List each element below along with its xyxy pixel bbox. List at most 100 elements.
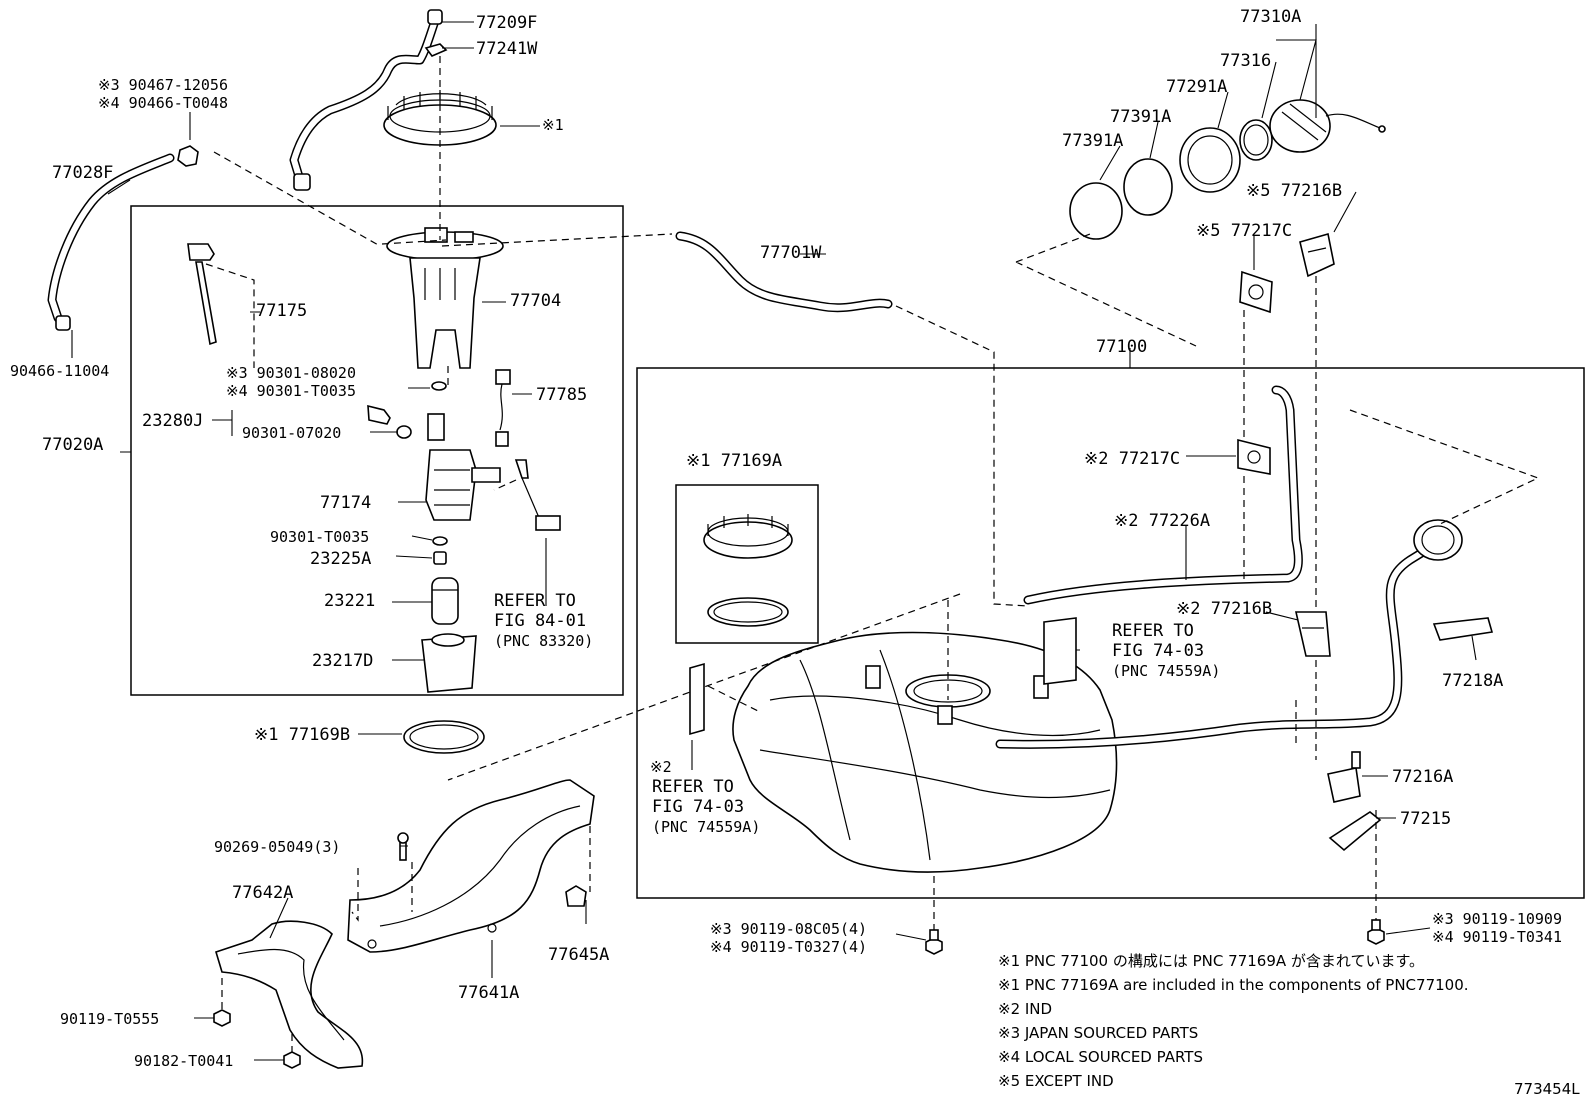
guide-lines bbox=[205, 56, 1540, 1054]
gasket-77316[interactable] bbox=[1239, 119, 1273, 161]
refer-fig84-line3: (PNC 83320) bbox=[494, 632, 593, 650]
label-77216B-2: ※2 77216B bbox=[1176, 599, 1272, 619]
label-90467-12056: ※3 90467-12056 bbox=[98, 76, 228, 94]
gasket-90301-08020[interactable] bbox=[431, 381, 447, 391]
label-23217D: 23217D bbox=[312, 651, 373, 671]
label-90466-11004: 90466-11004 bbox=[10, 362, 109, 380]
band-77215[interactable] bbox=[1328, 811, 1382, 852]
label-77174: 77174 bbox=[320, 493, 371, 513]
leader-lines bbox=[71, 21, 1477, 1061]
refer-tag-1 bbox=[1043, 617, 1077, 685]
label-77215: 77215 bbox=[1400, 809, 1451, 829]
label-90119-08C05: ※3 90119-08C05(4) bbox=[710, 920, 867, 938]
refer-fig74b-line2: FIG 74-03 bbox=[652, 797, 744, 817]
label-77310A: 77310A bbox=[1240, 7, 1301, 27]
label-77641A: 77641A bbox=[458, 983, 519, 1003]
protector-77217C-2[interactable] bbox=[1237, 438, 1271, 475]
heat-shield-77641A[interactable] bbox=[347, 779, 595, 953]
float-arm[interactable] bbox=[514, 459, 561, 531]
label-77391A-2: 77391A bbox=[1110, 107, 1171, 127]
label-90301-T0035-b: 90301-T0035 bbox=[270, 528, 369, 546]
ring-kit-box bbox=[675, 484, 819, 644]
label-77175: 77175 bbox=[256, 301, 307, 321]
filter-23280J[interactable] bbox=[367, 404, 391, 425]
lock-ring-top[interactable] bbox=[383, 90, 497, 146]
label-77169B: ※1 77169B bbox=[254, 725, 350, 745]
gasket-77391A-1[interactable] bbox=[1069, 182, 1123, 240]
label-77216A: 77216A bbox=[1392, 767, 1453, 787]
label-77217C-5: ※5 77217C bbox=[1196, 221, 1292, 241]
note-5: ※5 EXCEPT IND bbox=[998, 1072, 1114, 1090]
vent-tube-77701W[interactable] bbox=[675, 231, 893, 313]
refer-fig84-line2: FIG 84-01 bbox=[494, 611, 586, 631]
label-77217C-2: ※2 77217C bbox=[1084, 449, 1180, 469]
breather-hose-77028F[interactable] bbox=[47, 153, 175, 331]
label-77704: 77704 bbox=[510, 291, 561, 311]
label-90301-08020: ※3 90301-08020 bbox=[226, 364, 356, 382]
label-77291A: 77291A bbox=[1166, 77, 1227, 97]
note-1-jp: ※1 PNC 77100 の構成には PNC 77169A が含まれています。 bbox=[998, 952, 1424, 970]
figure-id: 773454L bbox=[1514, 1080, 1580, 1098]
gasket-77391A-2[interactable] bbox=[1123, 158, 1173, 216]
label-23221: 23221 bbox=[324, 591, 375, 611]
clamp-77241W[interactable] bbox=[424, 43, 448, 57]
fuel-cap-77310A[interactable] bbox=[1269, 99, 1386, 153]
label-90119-T0341: ※4 90119-T0341 bbox=[1432, 928, 1562, 946]
vent-tube-77209F[interactable] bbox=[289, 9, 443, 191]
label-90119-T0327: ※4 90119-T0327(4) bbox=[710, 938, 867, 956]
label-90466-T0048: ※4 90466-T0048 bbox=[98, 94, 228, 112]
label-77316: 77316 bbox=[1220, 51, 1271, 71]
label-77169A: ※1 77169A bbox=[686, 451, 782, 471]
clip-90467[interactable] bbox=[177, 145, 199, 167]
gasket-77169B[interactable] bbox=[403, 720, 485, 754]
refer-fig74a-line1: REFER TO bbox=[1112, 621, 1194, 641]
note-4: ※4 LOCAL SOURCED PARTS bbox=[998, 1048, 1203, 1066]
pump-assembly-box bbox=[130, 205, 624, 696]
label-77645A: 77645A bbox=[548, 945, 609, 965]
label-90301-T0035-a: ※4 90301-T0035 bbox=[226, 382, 356, 400]
cushion-23225A[interactable] bbox=[433, 551, 447, 565]
label-90182-T0041: 90182-T0041 bbox=[134, 1052, 233, 1070]
bolt-90269-05049[interactable] bbox=[397, 832, 409, 861]
note-2: ※2 IND bbox=[998, 1000, 1052, 1018]
label-77241W: 77241W bbox=[476, 39, 538, 59]
bolt-90119-T0555[interactable] bbox=[213, 1009, 231, 1027]
cap-77218A[interactable] bbox=[1432, 617, 1494, 641]
label-note1-ring: ※1 bbox=[542, 116, 564, 134]
label-77226A-2: ※2 77226A bbox=[1114, 511, 1210, 531]
label-23225A: 23225A bbox=[310, 549, 371, 569]
heat-shield-77642A[interactable] bbox=[215, 920, 364, 1069]
filler-neck-77291A[interactable] bbox=[1179, 127, 1241, 193]
refer-fig74a-line3: (PNC 74559A) bbox=[1112, 662, 1220, 680]
refer-fig74b-line1: REFER TO bbox=[652, 777, 734, 797]
clip-77645A[interactable] bbox=[565, 885, 587, 907]
fuel-pump-module-77704[interactable] bbox=[386, 227, 504, 369]
refer-tag-2 bbox=[689, 662, 705, 736]
pump-bracket-77174[interactable] bbox=[425, 413, 501, 521]
sender-gauge-77175[interactable] bbox=[187, 243, 217, 346]
filler-pipe[interactable] bbox=[995, 519, 1463, 749]
ring-90301-07020[interactable] bbox=[396, 425, 412, 439]
wire-harness-77785[interactable] bbox=[495, 369, 511, 447]
label-77020A: 77020A bbox=[42, 435, 103, 455]
protector-77217C-5[interactable] bbox=[1239, 270, 1273, 314]
label-77701W: 77701W bbox=[760, 243, 822, 263]
nut-90182-T0041[interactable] bbox=[283, 1051, 301, 1069]
fuel-tank-77100[interactable] bbox=[732, 631, 1118, 873]
clamp-77216B-5[interactable] bbox=[1299, 232, 1335, 278]
bolt-90119-08C05[interactable] bbox=[925, 929, 943, 955]
bolt-90119-10909[interactable] bbox=[1367, 919, 1385, 945]
refer-fig74b-line3: (PNC 74559A) bbox=[652, 818, 760, 836]
bracket-77216A[interactable] bbox=[1327, 751, 1361, 803]
breather-tube-77226A[interactable] bbox=[1023, 385, 1303, 605]
refer-fig84-line1: REFER TO bbox=[494, 591, 576, 611]
strainer-23217D[interactable] bbox=[421, 633, 477, 693]
tank-assembly-box bbox=[636, 367, 1585, 899]
clamp-77216B-2[interactable] bbox=[1294, 611, 1331, 657]
label-90269-05049: 90269-05049(3) bbox=[214, 838, 340, 856]
fuel-pump-23221[interactable] bbox=[431, 577, 459, 625]
lock-ring-77169A[interactable] bbox=[703, 514, 793, 627]
gasket-90301-T0035[interactable] bbox=[432, 536, 448, 546]
label-77785: 77785 bbox=[536, 385, 587, 405]
